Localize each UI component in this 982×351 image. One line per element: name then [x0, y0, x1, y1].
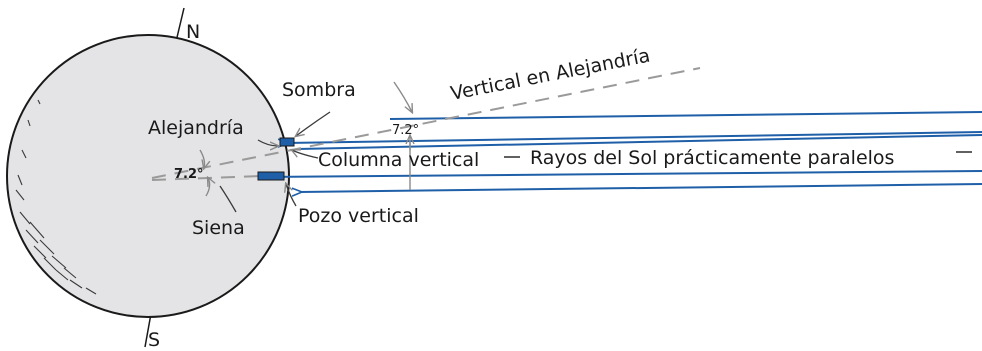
sun-ray-5: [300, 183, 982, 192]
leader-pozo: [286, 184, 297, 207]
label-south: S: [148, 329, 160, 351]
sun-ray-1: [389, 111, 982, 120]
leader-columna: [292, 150, 319, 159]
label-angle-top: 7.2°: [392, 123, 419, 138]
label-rayos: Rayos del Sol prácticamente paralelos: [530, 147, 894, 169]
label-sombra: Sombra: [282, 79, 356, 101]
label-angle-center: 7.2°: [174, 167, 204, 182]
angle-arc-center-lower: [205, 178, 210, 197]
label-alejandria: Alejandría: [148, 117, 244, 139]
well-siena: [257, 171, 285, 181]
earth-shading: [15, 99, 97, 295]
vertical-alejandria-line: [151, 67, 701, 179]
sun-ray-4: [261, 170, 982, 178]
label-vertical-alejandria: Vertical en Alejandría: [449, 45, 652, 105]
leader-sombra: [296, 111, 331, 136]
sun-ray-2: [286, 131, 982, 143]
label-pozo: Pozo vertical: [298, 205, 419, 227]
angle-arc-center: [199, 149, 205, 168]
column-alejandria: [279, 137, 295, 147]
sun-ray-3: [297, 134, 982, 150]
leader-siena: [219, 185, 237, 213]
angle-arc-top: [393, 81, 412, 112]
label-siena: Siena: [192, 217, 245, 239]
label-north: N: [186, 21, 200, 43]
sun-rays: [261, 111, 982, 192]
label-columna: Columna vertical: [318, 149, 479, 171]
leader-alejandria: [257, 139, 278, 146]
